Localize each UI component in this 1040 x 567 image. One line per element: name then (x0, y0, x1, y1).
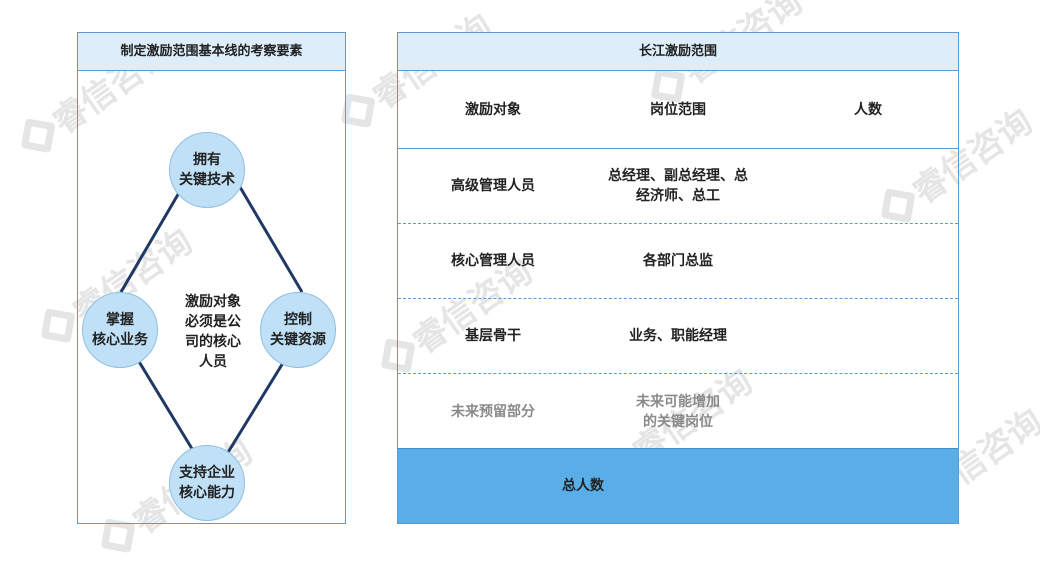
row-count (798, 299, 938, 373)
row-target: 未来预留部分 (451, 403, 535, 420)
header-scope: 岗位范围 (650, 101, 706, 118)
incentive-scope-title: 长江激励范围 (398, 33, 958, 71)
row-target: 高级管理人员 (451, 178, 535, 194)
row-count (798, 224, 938, 298)
row-count (798, 149, 938, 223)
row-scope: 总经理、副总经理、总 经济师、总工 (608, 168, 748, 204)
total-row: 总人数 (398, 448, 958, 523)
criteria-diagram: 拥有 关键技术 掌握 核心业务 控制 关键资源 支持企业 核心能力 激励对象 必… (78, 70, 345, 523)
header-target: 激励对象 (465, 101, 521, 118)
node-key-resources: 控制 关键资源 (260, 292, 336, 368)
table-row: 核心管理人员 各部门总监 (398, 224, 958, 299)
center-statement: 激励对象 必须是公 司的核心 人员 (185, 294, 241, 370)
row-target: 基层骨干 (465, 328, 521, 344)
table-header: 激励对象 岗位范围 人数 (398, 71, 958, 149)
table-row: 高级管理人员 总经理、副总经理、总 经济师、总工 (398, 149, 958, 224)
header-count: 人数 (854, 101, 882, 118)
row-target: 核心管理人员 (451, 253, 535, 269)
row-scope: 未来可能增加 的关键岗位 (636, 393, 720, 430)
table-row: 基层骨干 业务、职能经理 (398, 299, 958, 374)
criteria-panel: 制定激励范围基本线的考察要素 拥有 关键技术 掌握 核心业务 控制 关键资源 支… (77, 32, 346, 524)
logo-icon (40, 307, 76, 343)
total-label: 总人数 (562, 478, 604, 494)
node-core-capability: 支持企业 核心能力 (169, 445, 245, 521)
criteria-title: 制定激励范围基本线的考察要素 (78, 33, 345, 71)
logo-icon (20, 117, 56, 153)
incentive-scope-panel: 长江激励范围 激励对象 岗位范围 人数 高级管理人员 总经理、副总经理、总 经济… (397, 32, 959, 524)
table-row: 未来预留部分 未来可能增加 的关键岗位 (398, 374, 958, 449)
node-core-business: 掌握 核心业务 (82, 292, 158, 368)
node-key-technology: 拥有 关键技术 (169, 132, 245, 208)
row-scope: 业务、职能经理 (629, 328, 727, 344)
row-count (798, 374, 938, 449)
row-scope: 各部门总监 (643, 253, 713, 269)
